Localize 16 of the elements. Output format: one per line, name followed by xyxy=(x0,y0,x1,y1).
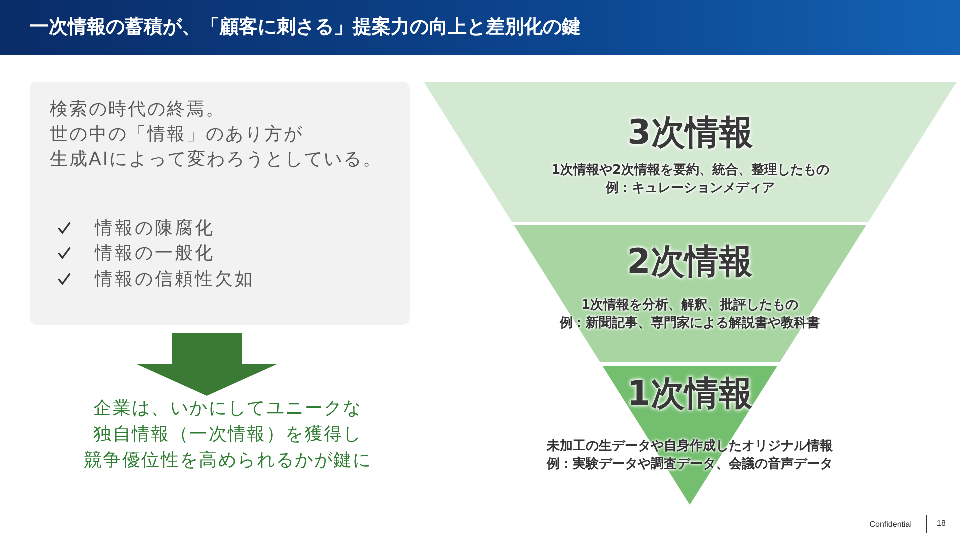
tier-description: 例：キュレーションメディア xyxy=(606,180,775,198)
tier-heading: 3次情報 xyxy=(628,113,754,153)
intro-text: 検索の時代の終焉。世の中の「情報」のあり方が生成AIによって変わろうとしている。 xyxy=(50,98,383,172)
tier-heading: 1次情報 xyxy=(627,374,753,414)
page-number: 18 xyxy=(937,518,946,530)
checklist-item: 情報の信頼性欠如 xyxy=(95,268,255,292)
tier-description: 例：実験データや調査データ、会議の音声データ xyxy=(547,456,833,474)
conclusion-text: 企業は、いかにしてユニークな独自情報（一次情報）を獲得し競争優位性を高められるかが鍵に xyxy=(84,396,372,474)
footer-note: Confidential xyxy=(870,519,912,531)
tier-description: 1次情報や2次情報を要約、統合、整理したもの xyxy=(551,162,830,180)
slide-title: 一次情報の蓄積が、「顧客に刺さる」提案力の向上と差別化の鍵 xyxy=(30,15,581,40)
tier-heading: 2次情報 xyxy=(627,242,753,282)
checklist-item: 情報の一般化 xyxy=(95,242,215,266)
tier-description: 1次情報を分析、解釈、批評したもの xyxy=(581,297,799,315)
info-panel xyxy=(30,82,410,325)
checklist-item: 情報の陳腐化 xyxy=(95,217,215,241)
